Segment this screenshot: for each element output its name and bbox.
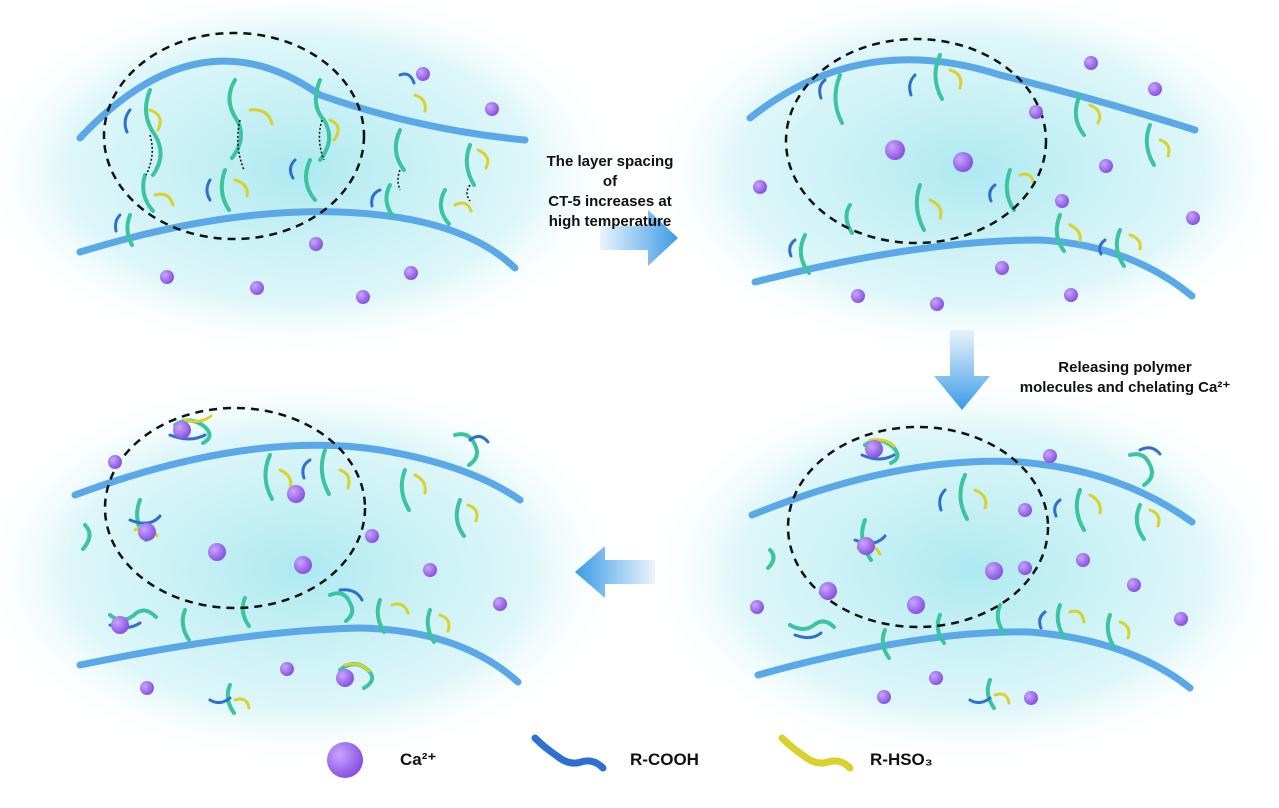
ca-ion xyxy=(907,596,925,614)
ca-ion xyxy=(929,671,943,685)
panel-2 xyxy=(746,37,1199,300)
ca-ion xyxy=(1043,449,1057,463)
panel-3-background xyxy=(0,370,630,770)
zoom-circle xyxy=(784,37,1048,245)
clay-layer xyxy=(76,208,519,272)
ca-ion xyxy=(1018,561,1032,575)
ca-ion xyxy=(953,152,973,172)
ca-ion xyxy=(857,537,875,555)
zoom-circle xyxy=(786,425,1050,629)
clay-layer xyxy=(71,441,524,504)
polymer-chains xyxy=(114,72,490,247)
ca-ion xyxy=(885,140,905,160)
legend-icons xyxy=(327,734,854,778)
ca-ion xyxy=(1018,503,1032,517)
process-arrows xyxy=(575,210,990,598)
ca-ion xyxy=(819,582,837,600)
clay-layer xyxy=(76,624,522,686)
ca-ion xyxy=(294,556,312,574)
step-1-line-1: The layer spacing of xyxy=(546,153,674,190)
ca-ion xyxy=(356,290,370,304)
panel-4-background xyxy=(640,370,1279,770)
ca-ion xyxy=(250,281,264,295)
ca-ion xyxy=(1055,194,1069,208)
ca-ion xyxy=(1148,82,1162,96)
zoom-circle xyxy=(102,31,366,241)
clay-layer xyxy=(746,56,1199,134)
ca-ion xyxy=(865,440,883,458)
ca-ion xyxy=(160,270,174,284)
ca-ion xyxy=(365,529,379,543)
ca-ion xyxy=(309,237,323,251)
clay-layer xyxy=(76,57,529,144)
ca-ion xyxy=(1064,288,1078,302)
step-2-line-1: Releasing polymer xyxy=(1058,359,1192,376)
step-1-line-2: CT-5 increases at xyxy=(548,193,672,210)
ca-ion xyxy=(1076,553,1090,567)
legend-ca-label: Ca²⁺ xyxy=(400,750,437,769)
ca-ion xyxy=(750,600,764,614)
hso3-legend-icon xyxy=(778,734,854,772)
ca-ion xyxy=(1084,56,1098,70)
cooh-legend-icon xyxy=(531,734,607,772)
ca-ion xyxy=(108,455,122,469)
panel-1-background xyxy=(0,0,630,360)
ca-ion xyxy=(1174,612,1188,626)
clay-layer xyxy=(754,628,1194,692)
ca-ion xyxy=(336,669,354,687)
panel-1 xyxy=(76,31,529,272)
arrow-left xyxy=(575,546,655,598)
calcium-ions xyxy=(108,56,1200,705)
ca-ion xyxy=(930,297,944,311)
ca-ion xyxy=(1186,211,1200,225)
clay-layer xyxy=(751,236,1196,300)
polymer-chains xyxy=(788,53,1171,275)
ca-legend-icon xyxy=(327,742,363,778)
ca-ion xyxy=(1024,691,1038,705)
step-1-label: The layer spacing of CT-5 increases at h… xyxy=(540,152,680,232)
ca-ion xyxy=(111,616,129,634)
step-2-label: Releasing polymer molecules and chelatin… xyxy=(1000,358,1250,398)
arrow-down xyxy=(934,330,990,410)
step-1-line-3: high temperature xyxy=(548,213,672,230)
polymer-chains xyxy=(766,438,1162,710)
bonding-lines xyxy=(145,119,471,202)
panel-2-background xyxy=(640,0,1279,360)
ca-ion xyxy=(1099,159,1113,173)
ca-ion xyxy=(1029,105,1043,119)
ca-ion xyxy=(423,563,437,577)
ca-ion xyxy=(753,180,767,194)
ca-ion xyxy=(851,289,865,303)
ca-ion xyxy=(1127,578,1141,592)
ca-ion xyxy=(985,562,1003,580)
ca-ion xyxy=(404,266,418,280)
ca-ion xyxy=(877,690,891,704)
step-2-line-2: molecules and chelating Ca²⁺ xyxy=(1019,379,1231,396)
ca-ion xyxy=(287,485,305,503)
ca-ion xyxy=(995,261,1009,275)
ca-ion xyxy=(416,67,430,81)
panel-4 xyxy=(748,425,1196,710)
ca-ion xyxy=(173,421,191,439)
ca-ion xyxy=(140,681,154,695)
clay-layer xyxy=(748,457,1196,526)
panel-backgrounds xyxy=(0,0,1279,770)
zoom-circle xyxy=(103,406,367,610)
ca-ion xyxy=(280,662,294,676)
ca-ion xyxy=(208,543,226,561)
legend-hso3-label: R-HSO₃ xyxy=(870,750,933,769)
ca-ion xyxy=(138,523,156,541)
ca-ion xyxy=(485,102,499,116)
ca-ion xyxy=(493,597,507,611)
legend-cooh-label: R-COOH xyxy=(630,750,699,769)
arrow-right xyxy=(600,210,678,266)
